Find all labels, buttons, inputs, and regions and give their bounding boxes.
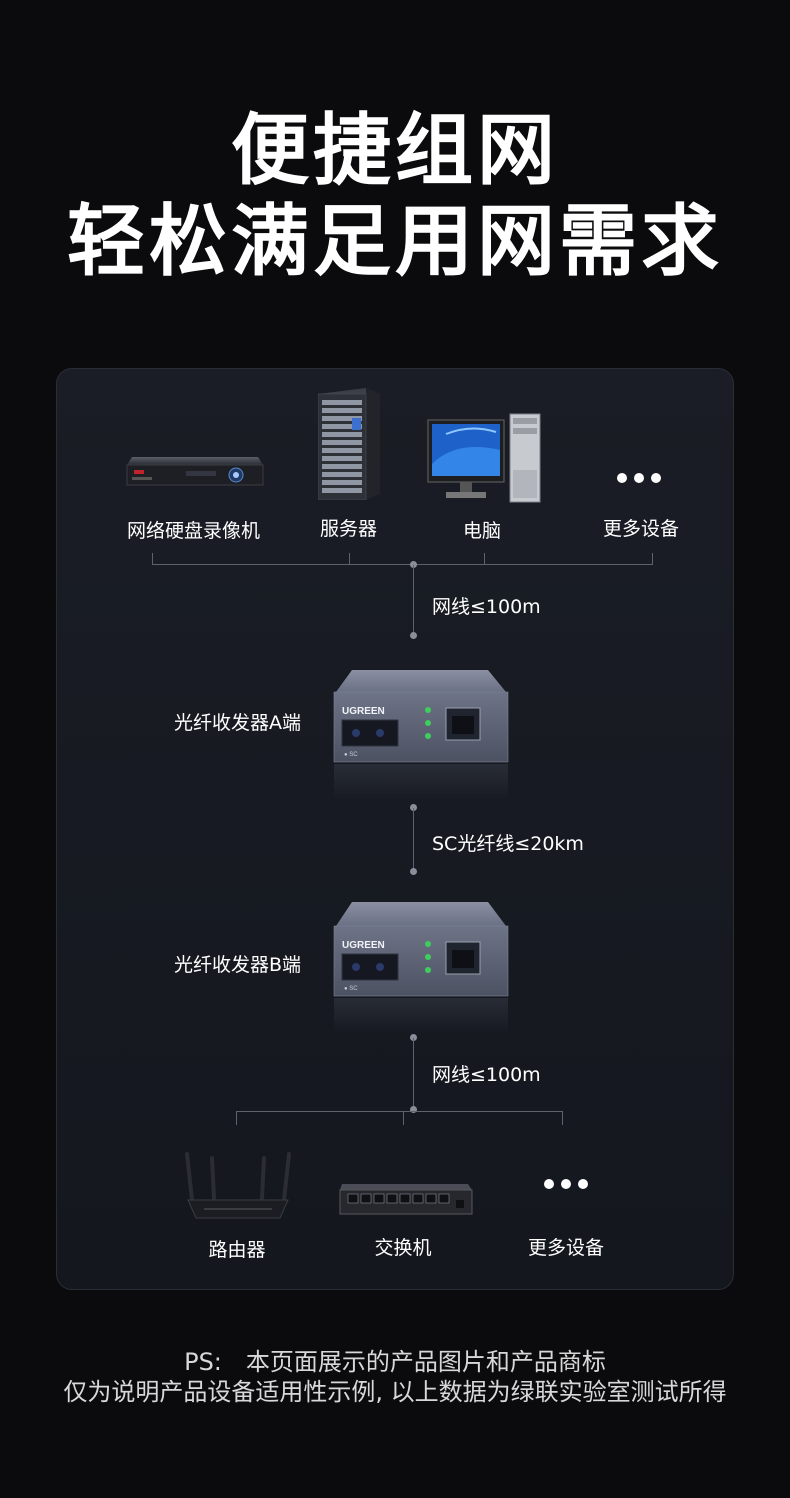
router-icon	[185, 1152, 291, 1219]
svg-text:UGREEN: UGREEN	[342, 706, 385, 717]
connector-dot	[410, 1106, 417, 1113]
connector-dot	[410, 804, 417, 811]
device-label-more-bottom: 更多设备	[527, 1237, 605, 1259]
bottom-cable-line	[413, 1038, 414, 1112]
connector-dot	[410, 1034, 417, 1041]
server-rack-icon	[318, 388, 380, 500]
top-cable-label: 网线≤100m	[432, 596, 541, 618]
footer-note-line-1: PS: 本页面展示的产品图片和产品商标	[184, 1348, 606, 1376]
top-bracket-horizontal	[152, 564, 653, 565]
bottom-bracket-tick	[403, 1111, 404, 1125]
headline-line-2: 轻松满足用网需求	[66, 197, 723, 287]
svg-text:● SC: ● SC	[344, 986, 358, 992]
device-label-router: 路由器	[208, 1239, 266, 1261]
svg-text:● SC: ● SC	[344, 752, 358, 758]
device-label-nvr: 网络硬盘录像机	[127, 520, 261, 542]
top-bracket-tick	[152, 553, 153, 564]
transceiver-b-label: 光纤收发器B端	[174, 954, 302, 976]
svg-text:UGREEN: UGREEN	[342, 940, 385, 951]
fiber-transceiver-a-icon: UGREEN ● SC	[333, 670, 509, 800]
fiber-cable-line	[413, 808, 414, 872]
switch-icon	[339, 1184, 473, 1215]
connector-dot	[410, 561, 417, 568]
fiber-transceiver-b-icon: UGREEN ● SC	[333, 902, 509, 1034]
top-cable-line	[413, 565, 414, 635]
device-label-computer: 电脑	[463, 520, 502, 542]
connector-dot	[410, 868, 417, 875]
bottom-bracket-tick	[236, 1111, 237, 1125]
nvr-icon	[126, 457, 264, 486]
more-dots-icon	[617, 473, 661, 483]
bottom-bracket-horizontal	[236, 1111, 563, 1112]
desktop-computer-icon	[427, 413, 541, 503]
top-bracket-tick	[484, 553, 485, 564]
top-bracket-tick	[652, 553, 653, 564]
footer-note-line-2: 仅为说明产品设备适用性示例, 以上数据为绿联实验室测试所得	[63, 1378, 727, 1406]
headline-line-1: 便捷组网	[230, 106, 559, 196]
device-label-switch: 交换机	[374, 1237, 432, 1259]
transceiver-a-label: 光纤收发器A端	[174, 712, 301, 734]
network-diagram-panel	[56, 368, 734, 1290]
bottom-bracket-tick	[562, 1111, 563, 1125]
device-label-more-top: 更多设备	[603, 518, 680, 540]
bottom-cable-label: 网线≤100m	[432, 1064, 541, 1086]
fiber-cable-label: SC光纤线≤20km	[432, 833, 584, 855]
device-label-server: 服务器	[320, 518, 378, 540]
connector-dot	[410, 632, 417, 639]
more-dots-icon	[544, 1179, 588, 1189]
top-bracket-tick	[349, 553, 350, 564]
